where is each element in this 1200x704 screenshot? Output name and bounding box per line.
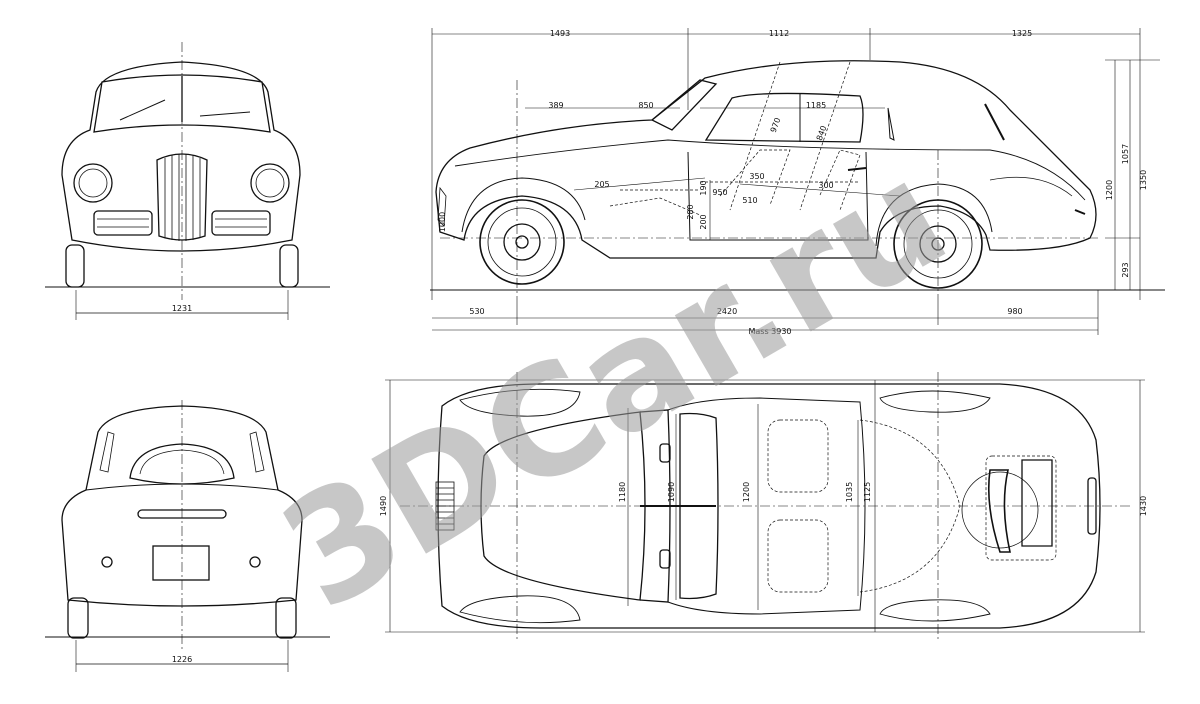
dim-1493: 1493 bbox=[550, 29, 570, 38]
dim-850: 850 bbox=[638, 101, 653, 110]
dim-1057: 1057 bbox=[1121, 144, 1130, 164]
dim-389: 389 bbox=[548, 101, 563, 110]
dim-190: 190 bbox=[699, 180, 708, 195]
dim-1325: 1325 bbox=[1012, 29, 1032, 38]
dim-2420: 2420 bbox=[717, 307, 737, 316]
dim-280: 280 bbox=[686, 204, 695, 219]
dim-293: 293 bbox=[1121, 262, 1130, 277]
dim-300: 300 bbox=[818, 181, 833, 190]
dim-980: 980 bbox=[1007, 307, 1022, 316]
dim-1200: 1200 bbox=[1105, 180, 1114, 200]
dim-205: 205 bbox=[594, 180, 609, 189]
front-view bbox=[45, 42, 330, 320]
rear-view bbox=[45, 400, 330, 672]
dim-1000: 1000 bbox=[438, 212, 447, 232]
rear-width-label: 1226 bbox=[172, 655, 192, 664]
dim-1430: 1430 bbox=[1139, 496, 1148, 516]
dim-1035: 1035 bbox=[845, 482, 854, 502]
dim-1185: 1185 bbox=[806, 101, 826, 110]
dim-1200-top: 1200 bbox=[742, 482, 751, 502]
dim-1350: 1350 bbox=[1139, 170, 1148, 190]
dim-total-length: Mass 3930 bbox=[748, 327, 791, 336]
watermark: 3DCar.ru bbox=[255, 128, 975, 644]
front-width-label: 1231 bbox=[172, 304, 192, 313]
dim-530: 530 bbox=[469, 307, 484, 316]
dim-1180: 1180 bbox=[618, 482, 627, 502]
dim-950: 950 bbox=[712, 188, 727, 197]
dim-840: 840 bbox=[815, 124, 829, 141]
dim-1490: 1490 bbox=[379, 496, 388, 516]
dim-1112: 1112 bbox=[769, 29, 789, 38]
dim-1090: 1090 bbox=[667, 482, 676, 502]
dim-970: 970 bbox=[769, 116, 783, 133]
dim-200: 200 bbox=[699, 214, 708, 229]
dim-510: 510 bbox=[742, 196, 757, 205]
side-view bbox=[430, 28, 1165, 335]
dim-1125: 1125 bbox=[863, 482, 872, 502]
dim-350: 350 bbox=[749, 172, 764, 181]
top-view bbox=[385, 372, 1145, 640]
